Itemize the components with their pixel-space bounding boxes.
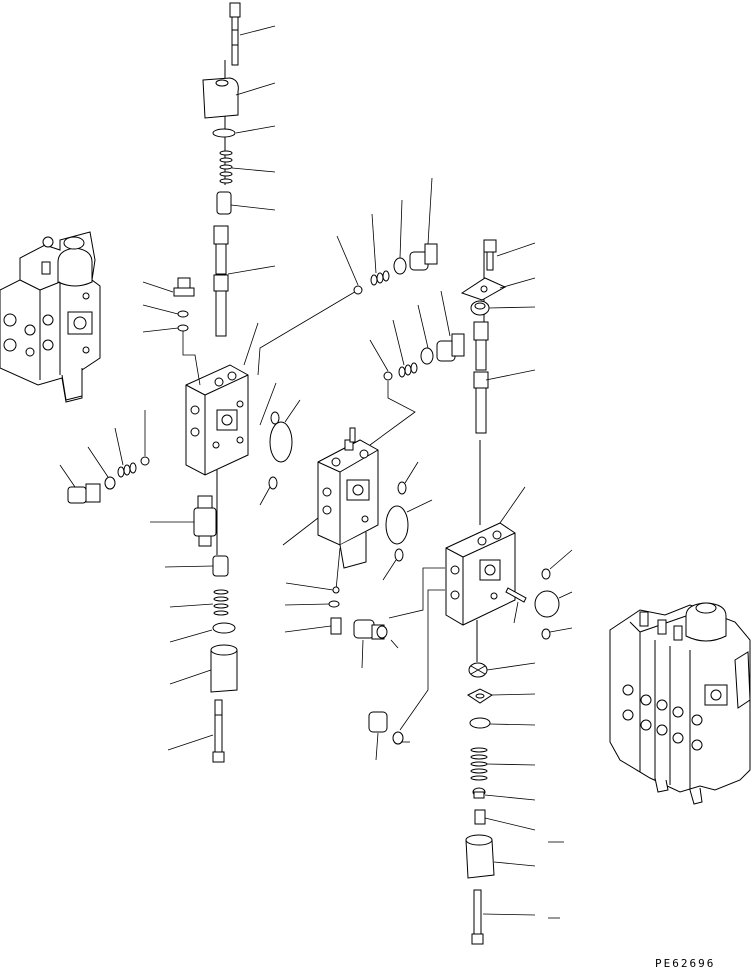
left-valve-stack xyxy=(68,3,292,762)
center-bottom-plug xyxy=(369,712,410,760)
gasket xyxy=(271,412,279,424)
spring xyxy=(471,748,487,780)
washer xyxy=(468,689,492,703)
bottom-bolt-right xyxy=(472,890,483,944)
spring-seat xyxy=(473,788,485,798)
spool-right xyxy=(474,322,488,433)
center-lower-plug xyxy=(354,620,398,668)
gasket xyxy=(270,422,292,462)
o-ring xyxy=(213,129,235,137)
pin xyxy=(506,588,526,602)
gasket xyxy=(542,569,550,579)
retainer xyxy=(469,663,487,677)
center-gaskets xyxy=(383,462,432,580)
assembly-view-left xyxy=(0,232,100,402)
gasket xyxy=(535,591,559,617)
check-plug xyxy=(174,278,194,296)
o-ring xyxy=(178,325,188,331)
o-ring xyxy=(470,718,490,728)
valve-block-center xyxy=(318,428,378,590)
side-plug xyxy=(68,484,100,503)
center-small-parts xyxy=(283,518,341,634)
bottom-cover-right xyxy=(466,835,494,878)
spring xyxy=(220,151,232,183)
spool xyxy=(214,226,228,336)
top-bolt xyxy=(230,3,240,65)
right-valve-stack xyxy=(446,240,559,944)
spring xyxy=(214,590,228,615)
o-ring xyxy=(105,477,115,489)
o-ring xyxy=(213,623,235,633)
assembly-view-right xyxy=(610,603,750,804)
valve-block-right xyxy=(446,523,515,625)
spring xyxy=(118,463,136,477)
gasket xyxy=(542,629,550,639)
valve-block-left xyxy=(186,365,248,475)
ball xyxy=(141,457,149,465)
check-valve-group-upper xyxy=(337,178,437,294)
bolt xyxy=(484,240,496,270)
spring-seat xyxy=(213,556,228,576)
flange-cover xyxy=(462,278,505,300)
leader-lines-left xyxy=(60,26,300,750)
stopper xyxy=(475,810,485,824)
bottom-cover xyxy=(211,645,237,692)
drawing-code: PE62696 xyxy=(655,957,716,970)
seal-cap xyxy=(471,301,489,315)
leader-line xyxy=(258,290,358,375)
gasket xyxy=(269,477,277,489)
bottom-bolt xyxy=(213,700,224,762)
top-cover xyxy=(203,78,238,118)
o-ring xyxy=(178,311,188,317)
leader-lines-right xyxy=(389,243,572,918)
spring-seat xyxy=(217,192,231,214)
relief-valve xyxy=(194,496,216,546)
check-valve-group-middle xyxy=(370,291,464,445)
